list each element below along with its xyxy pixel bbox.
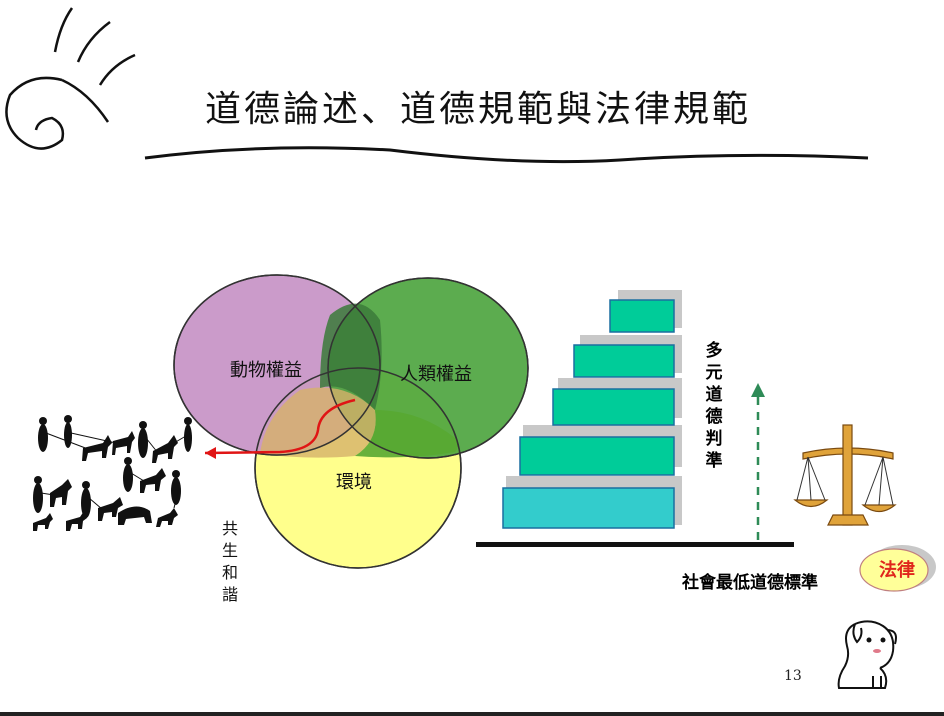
step-2	[519, 436, 675, 476]
law-label: 法律	[879, 560, 915, 581]
human-environment-overlap	[355, 410, 458, 458]
page-number: 13	[784, 668, 802, 684]
venn-diagram	[173, 274, 529, 569]
animal-human-overlap	[320, 303, 382, 410]
harmony-label: 共生和諧	[221, 519, 238, 604]
human-rights-label: 人類權益	[400, 364, 472, 385]
title-underline	[144, 146, 869, 164]
step-3	[552, 388, 675, 426]
bottom-rule	[0, 712, 944, 716]
dog-doodle-icon	[837, 620, 897, 689]
baseline-label: 社會最低道德標準	[682, 573, 818, 593]
law-badge	[859, 545, 936, 592]
step-1	[502, 487, 675, 529]
step-4	[573, 344, 675, 378]
upward-dashed-arrow	[751, 383, 765, 540]
baseline-bar	[476, 542, 794, 547]
scribble-logo-icon	[5, 7, 136, 150]
dog-walkers-image	[33, 415, 192, 531]
animal-rights-label: 動物權益	[230, 360, 302, 381]
scales-icon	[793, 424, 897, 526]
harmony-arrow	[204, 398, 356, 455]
step-5	[609, 299, 675, 333]
moral-staircase	[502, 290, 682, 529]
moral-criteria-label: 多元道德判準	[705, 341, 723, 471]
page-title: 道德論述、道德規範與法律規範	[205, 89, 752, 130]
environment-label: 環境	[336, 472, 372, 493]
animal-environment-overlap	[260, 387, 376, 458]
